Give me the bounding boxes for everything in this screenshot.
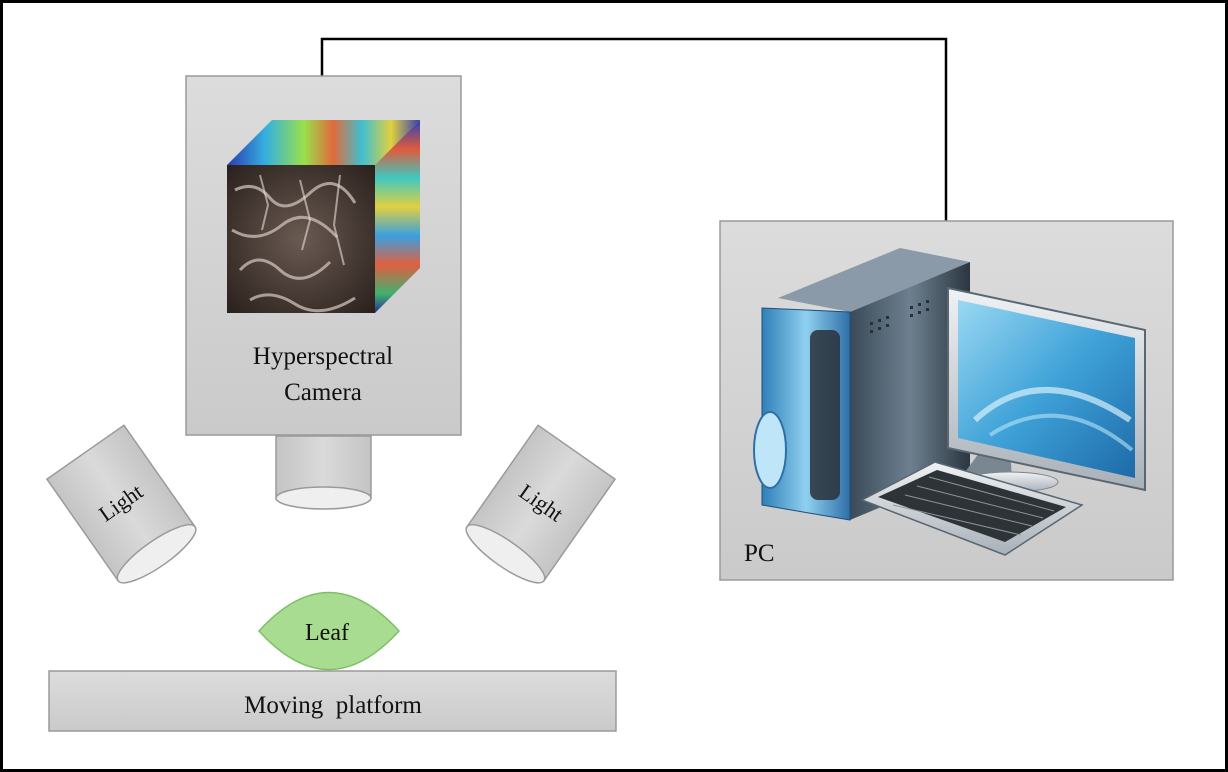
camera-label-line2: Camera (284, 379, 362, 406)
leaf-shape (257, 591, 401, 671)
cube-texture-2 (259, 174, 345, 266)
cube-texture (231, 182, 357, 313)
keyboard-key-lines (892, 476, 1055, 536)
pc-label: PC (744, 540, 775, 567)
platform-box (48, 670, 617, 732)
pc: PC (719, 220, 1174, 581)
tower-side (850, 262, 970, 520)
cube-front-face (227, 165, 375, 313)
hyperspectral-camera: Hyperspectral Camera (185, 75, 462, 510)
leaf: Leaf (257, 591, 401, 671)
hyperspectral-cube-icon (227, 120, 420, 313)
leaf-label: Leaf (305, 620, 349, 646)
screen-swoosh (972, 387, 1132, 423)
light-left: Light (45, 424, 197, 584)
light-right-opening (465, 524, 546, 584)
light-right: Light (465, 424, 617, 584)
platform-label: Moving platform (244, 692, 422, 719)
tower-bezel (810, 330, 840, 500)
desktop-computer-icon (753, 248, 1146, 556)
tower-top (778, 248, 970, 312)
screen-swoosh-2 (988, 413, 1134, 452)
lens-opening (275, 486, 372, 510)
camera-pc-connection-line (320, 37, 948, 221)
tower-drive (753, 411, 787, 489)
cube-side-face (375, 120, 420, 313)
tower-vents (870, 300, 929, 333)
camera-lens (275, 435, 372, 510)
moving-platform: Moving platform (48, 670, 617, 732)
camera-label-line1: Hyperspectral (253, 343, 393, 370)
cube-top-face (227, 120, 420, 165)
light-left-opening (116, 524, 197, 584)
